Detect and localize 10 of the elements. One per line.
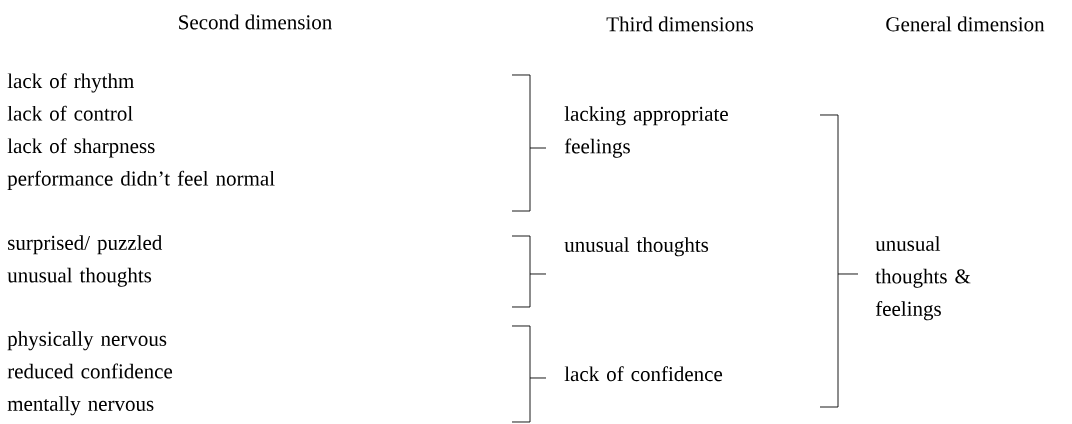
item-list: physically nervous reduced confidence mentally nervous [7, 331, 173, 416]
category-label: unusual thoughts [564, 237, 709, 257]
column-heading: Second dimension [179, 14, 332, 30]
category-label: lack of confidence [564, 366, 723, 382]
category-label: unusual thoughts & feelings [875, 236, 971, 321]
column-heading: Third dimensions [606, 16, 754, 32]
item-list: lack of rhythm lack of control lack of sharpness performance didn’t feel normal [7, 73, 275, 190]
column-heading: General dimension [886, 16, 1045, 32]
item-list: surprised/ puzzled unusual thoughts [7, 235, 163, 287]
category-label: lacking appropriate feelings [564, 106, 728, 158]
